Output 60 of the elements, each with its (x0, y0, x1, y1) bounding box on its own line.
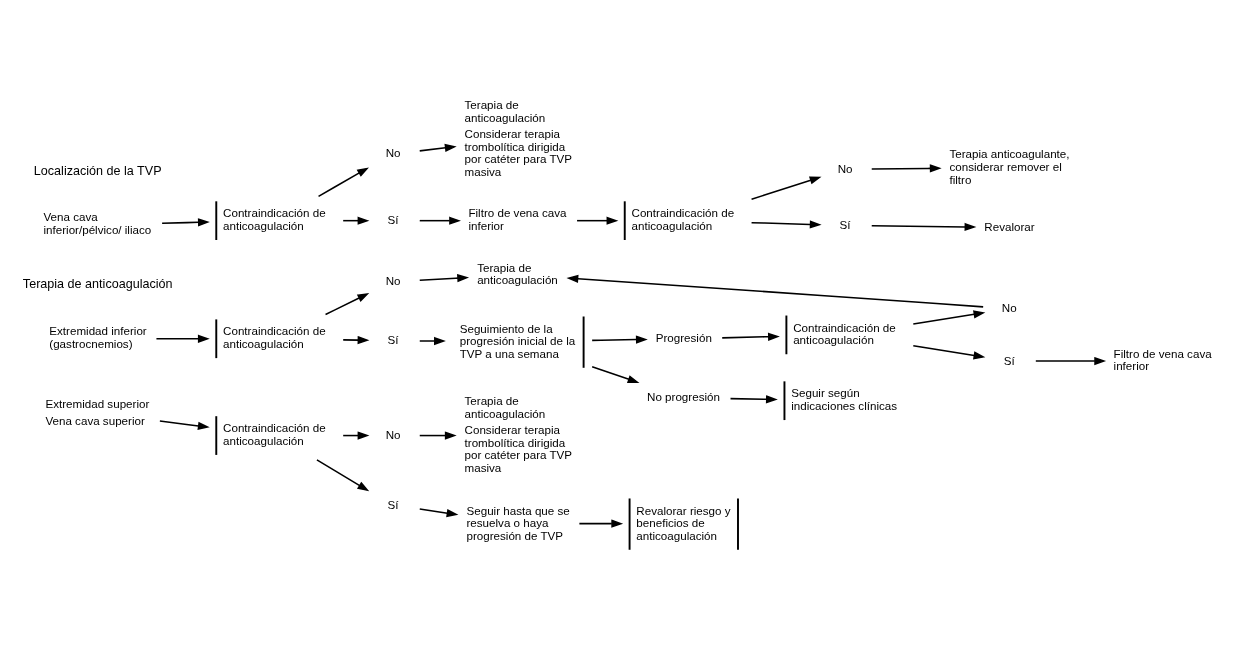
arrow (566, 274, 984, 308)
arrow (721, 332, 780, 341)
label: Localización de la TVP (33, 163, 162, 178)
arrow (317, 167, 369, 198)
node-text: Revalorar riesgo y beneficios de anticoagulación (636, 503, 731, 542)
node-text: No progresión (647, 390, 720, 404)
node-text: No (385, 146, 401, 160)
arrow (591, 335, 648, 344)
arrow (576, 216, 619, 225)
node-text: Filtro de vena cava inferior (468, 206, 567, 232)
arrow (159, 420, 210, 430)
arrow (324, 293, 370, 316)
arrow (750, 176, 822, 200)
node-text: Terapia de anticoagulación Considerar terapia trombolítica dirigida por catéter para TVP masiva (464, 394, 573, 474)
node-text: No (385, 274, 401, 288)
node-text: Sí (839, 218, 851, 231)
arrow (342, 335, 370, 345)
arrow (1035, 356, 1107, 366)
node-text: Terapia de anticoagulación (477, 260, 558, 287)
node-text: Revalorar (984, 219, 1035, 233)
label: Terapia de anticoagulación (22, 276, 173, 291)
arrow (870, 164, 942, 173)
node-text: Extremidad superior Vena cava superior (45, 397, 150, 427)
node-text: Extremidad inferior (gastrocnemios) (49, 324, 147, 351)
arrow (870, 222, 977, 232)
arrow (912, 344, 986, 360)
arrow (155, 334, 210, 343)
arrow (418, 274, 470, 283)
arrow (316, 459, 370, 492)
node-text: Contraindicación de anticoagulación (631, 206, 735, 232)
node-text: Seguir hasta que se resuelva o haya progresión de TVP (466, 503, 570, 542)
node-text: Sí (387, 497, 399, 511)
node-text: Contraindicación de anticoagulación (223, 421, 326, 447)
arrow (418, 431, 457, 440)
arrow (418, 143, 457, 152)
node-text: Seguimiento de la progresión inicial de la TVP a una semana (459, 321, 576, 360)
node-text: No (837, 161, 853, 175)
arrow (161, 218, 210, 227)
node-text: Vena cava inferior/pélvico/ iliaco (43, 210, 152, 236)
node-text: No (385, 428, 401, 442)
node-text: Contraindicación de anticoagulación (793, 320, 896, 347)
node-text: Contraindicación de anticoagulación (223, 206, 326, 232)
node-text: No (1001, 301, 1017, 315)
arrow (578, 519, 624, 528)
node-text: Sí (1003, 353, 1015, 367)
arrow (418, 508, 459, 518)
node-text: Sí (387, 333, 399, 347)
arrow (418, 336, 446, 346)
arrow (591, 366, 640, 384)
arrow (750, 220, 822, 229)
node-text: Seguir según indicaciones clínicas (791, 386, 898, 412)
node-text: Progresión (655, 331, 712, 345)
node-text: Terapia de anticoagulación Considerar terapia trombolítica dirigida por catéter para TVP masiva (464, 97, 573, 178)
node-text: Sí (387, 213, 399, 227)
arrow (418, 216, 461, 225)
node-text: Terapia anticoagulante, considerar remover el filtro (949, 147, 1070, 186)
arrow (912, 310, 986, 325)
arrow (729, 395, 778, 404)
node-text: Filtro de vena cava inferior (1113, 346, 1212, 373)
node-text: Contraindicación de anticoagulación (223, 324, 326, 351)
